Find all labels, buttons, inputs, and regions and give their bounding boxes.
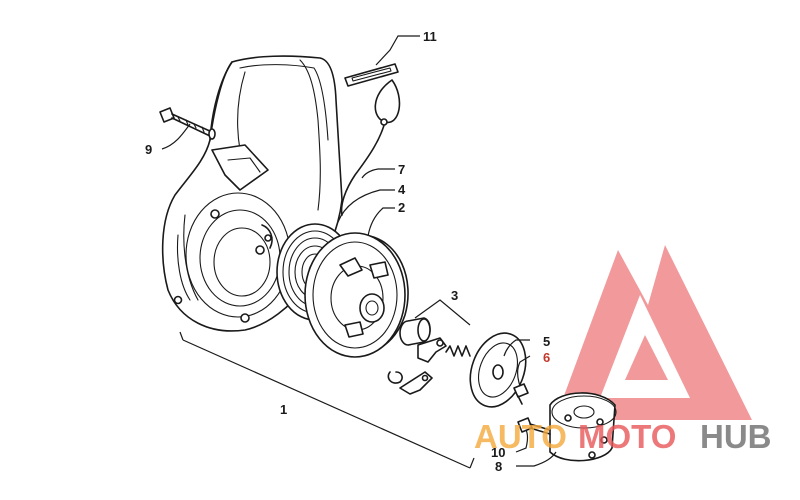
part-cable-tie [340, 79, 401, 216]
callout-10: 10 [491, 445, 505, 460]
watermark-auto: AUTO [474, 418, 567, 455]
part-pawl-kit [387, 317, 471, 395]
part-bolt-small [517, 417, 551, 435]
callout-4: 4 [398, 182, 406, 197]
watermark-moto: MOTO [578, 418, 676, 455]
leader-7 [361, 168, 395, 179]
leader-4 [337, 189, 395, 223]
leader-8 [516, 451, 557, 467]
callout-2: 2 [398, 200, 405, 215]
assembly-bracket-line [182, 339, 471, 469]
assembly-bracket-end-right [469, 457, 475, 469]
callout-11: 11 [423, 29, 437, 44]
part-drive-cup [549, 392, 617, 462]
kit-bracket-line [414, 299, 471, 326]
part-screw [513, 383, 529, 405]
callout-9: 9 [145, 142, 152, 157]
part-decal-plate [344, 63, 399, 87]
callout-5: 5 [543, 334, 550, 349]
leader-2 [367, 207, 395, 237]
part-friction-plate [469, 332, 527, 408]
callout-3: 3 [451, 288, 458, 303]
leader-11 [375, 35, 420, 66]
leader-6 [517, 355, 531, 387]
part-bolt [159, 107, 216, 140]
leader-9 [161, 123, 191, 150]
callout-6: 6 [543, 350, 550, 365]
watermark-triangle-core [625, 335, 668, 380]
callout-8: 8 [495, 459, 502, 474]
part-rope-pulley [304, 232, 409, 358]
watermark-logo [555, 245, 752, 420]
watermark-hub: HUB [700, 418, 772, 455]
leader-10 [515, 429, 529, 453]
watermark-wordmark: AUTO MOTO HUB [474, 418, 772, 455]
callout-7: 7 [398, 162, 405, 177]
callout-1: 1 [280, 402, 287, 417]
leader-5 [503, 339, 530, 357]
assembly-bracket-end-left [179, 331, 184, 341]
